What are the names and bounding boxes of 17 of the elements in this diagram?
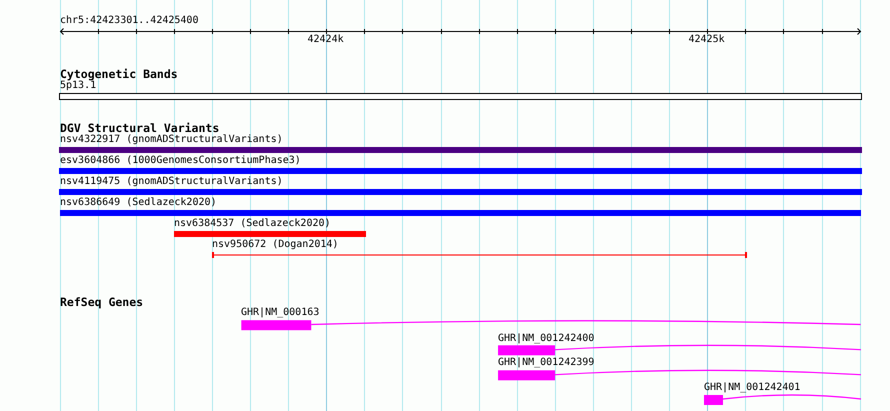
feature-label: esv3604866 (1000GenomesConsortiumPhase3) [60,156,301,166]
track-heading: DGV Structural Variants [60,122,220,134]
position-label: chr5:42423301..42425400 [60,16,198,26]
feature-label: nsv6386649 (Sedlazeck2020) [60,198,217,208]
gene-label: GHR|NM_001242400 [498,334,594,344]
gene-label: GHR|NM_000163 [241,308,320,318]
track-heading: RefSeq Genes [60,296,144,308]
gene-label: GHR|NM_001242401 [704,383,800,394]
tick-label: 42425k [688,35,725,45]
tick-label: 42424k [308,35,344,45]
feature-label: nsv4322917 (gnomADStructuralVariants) [60,135,283,145]
gene-label: GHR|NM_001242399 [498,358,594,368]
feature-label: nsv6384537 (Sedlazeck2020) [174,219,331,230]
track-heading: Cytogenetic Bands [60,68,178,80]
feature-label: nsv950672 (Dogan2014) [212,240,338,250]
feature-label: nsv4119475 (gnomADStructuralVariants) [60,177,283,188]
band-label: 5p13.1 [60,80,96,91]
